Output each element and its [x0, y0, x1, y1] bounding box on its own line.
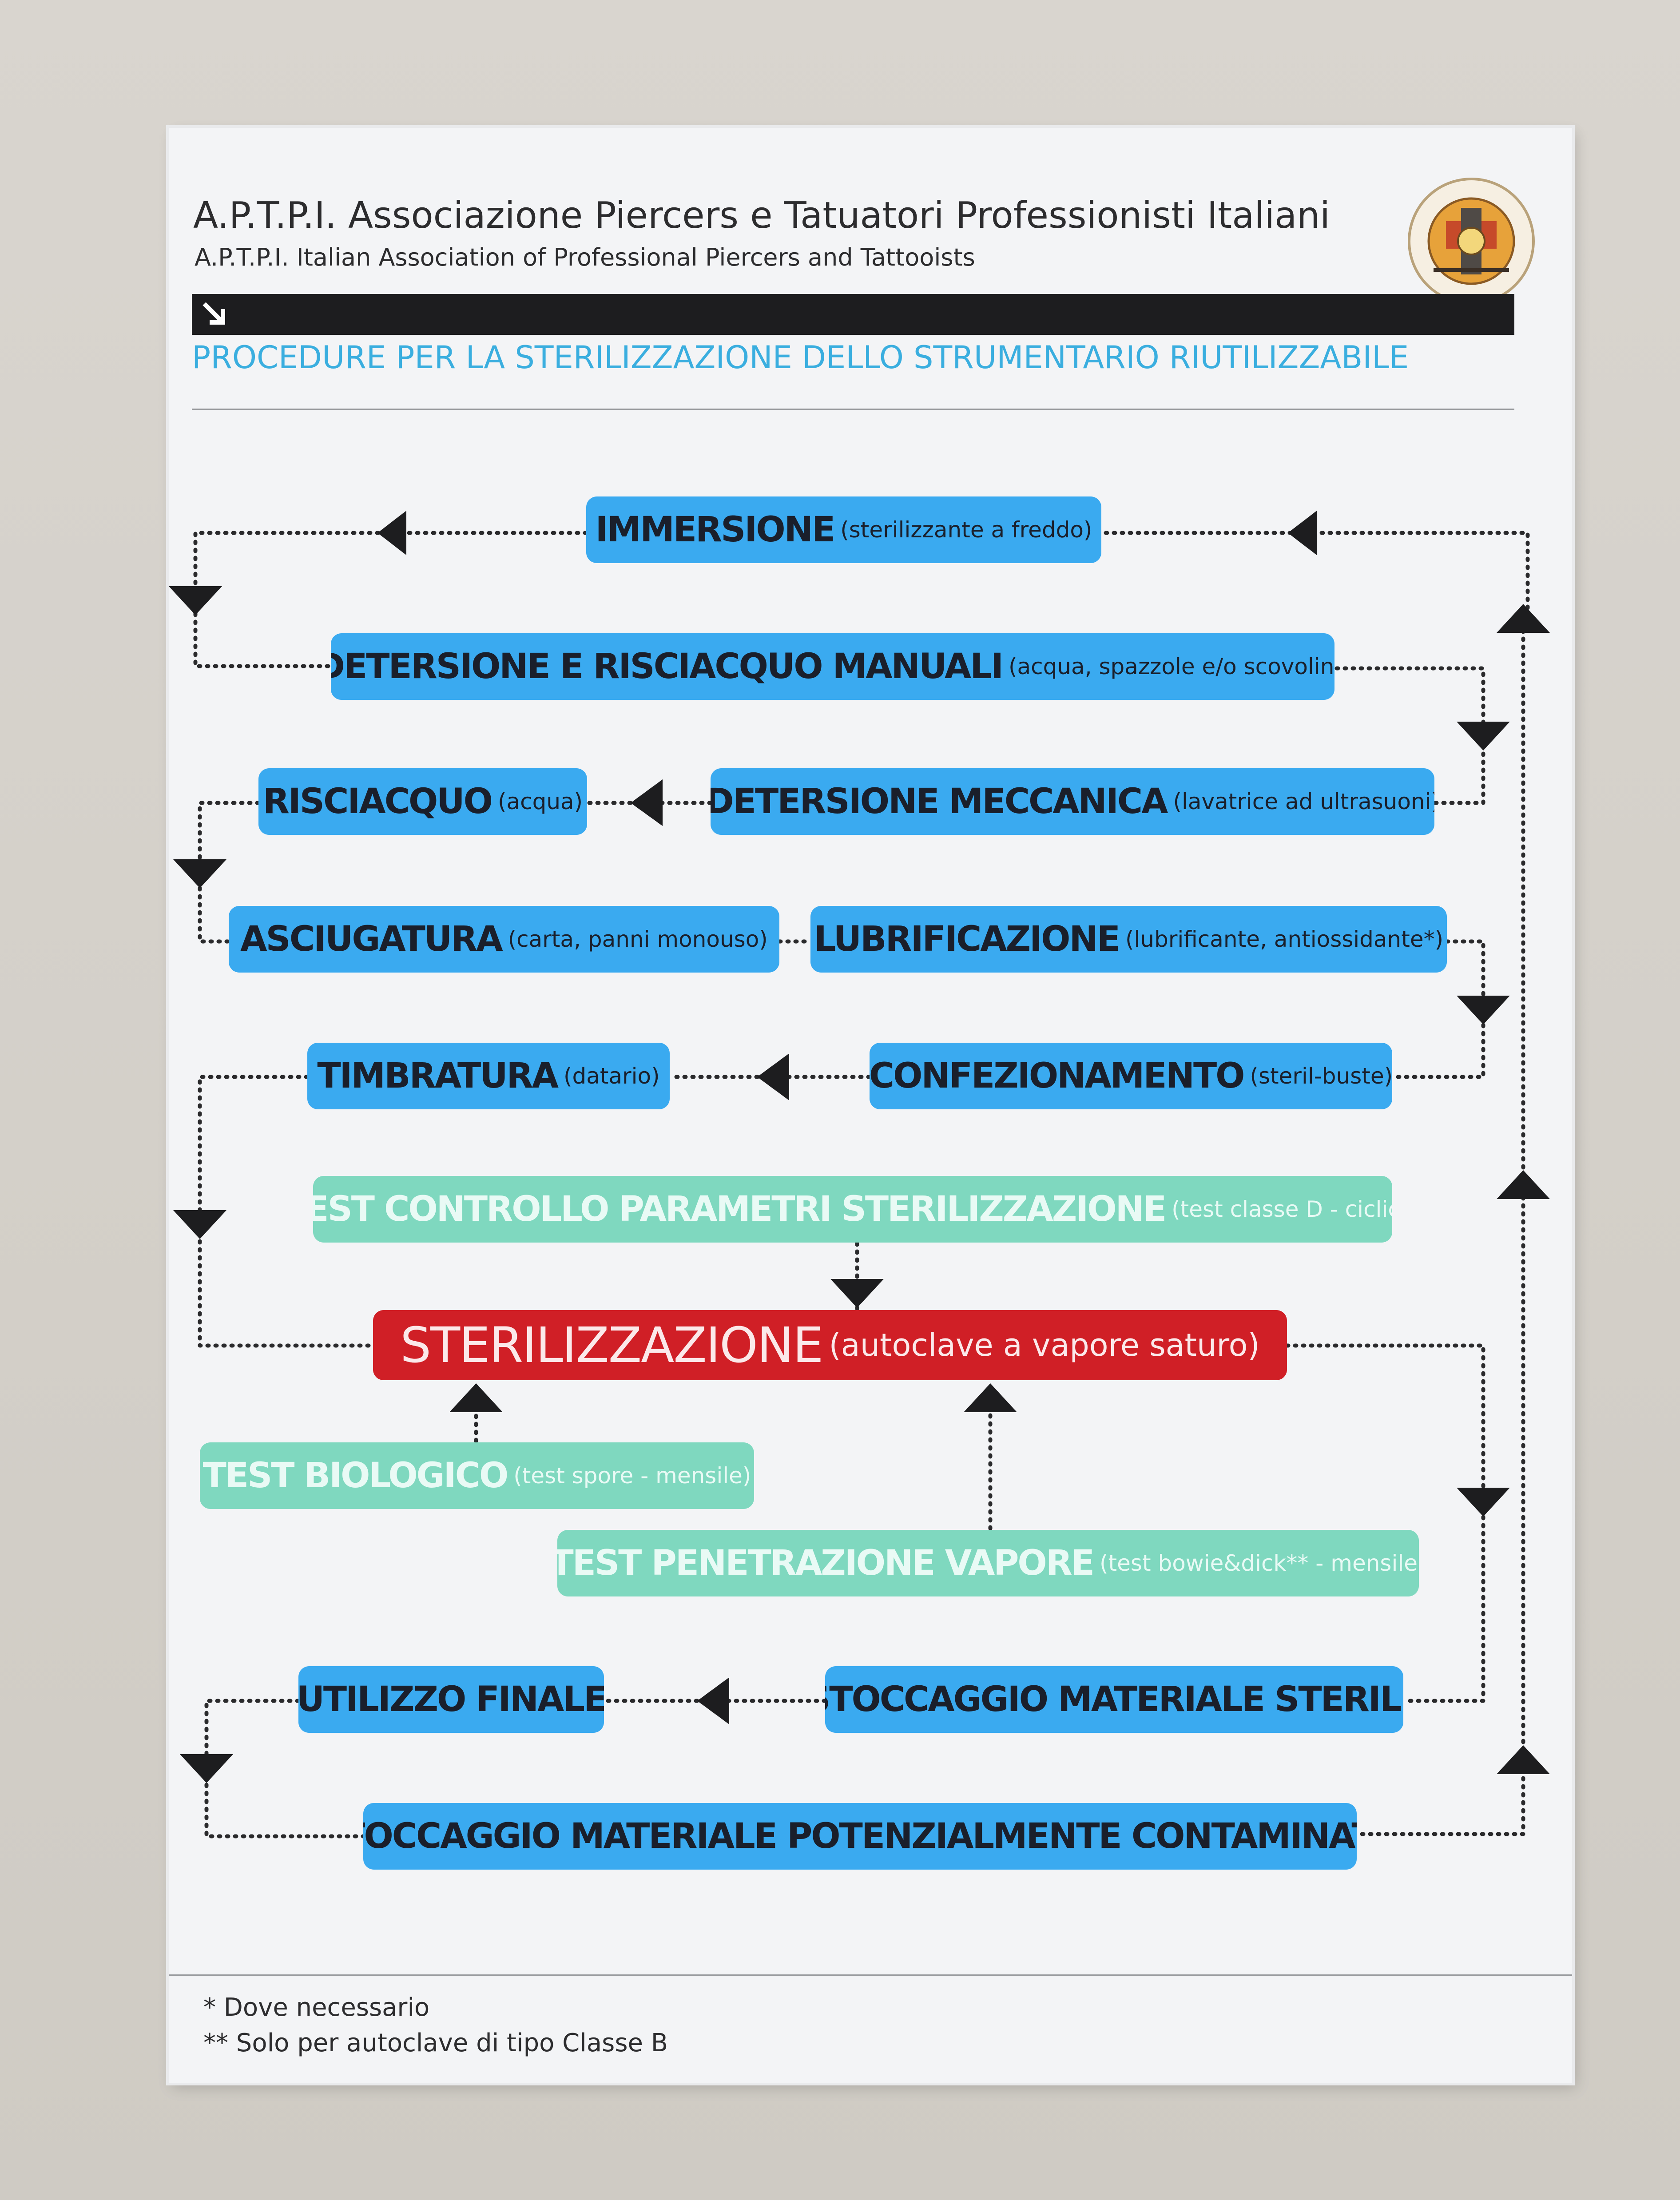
step-note: (sterilizzante a freddo) [840, 517, 1092, 543]
step-note: (lavatrice ad ultrasuoni) [1173, 789, 1434, 814]
step-detersione-meccanica: DETERSIONE MECCANICA(lavatrice ad ultras… [711, 768, 1434, 835]
arrow-left-icon [757, 1053, 789, 1100]
test-biologico: TEST BIOLOGICO(test spore - mensile) [200, 1442, 754, 1509]
arrow-left-icon [631, 779, 663, 826]
test-penetrazione-vapore: TEST PENETRAZIONE VAPORE(test bowie&dick… [557, 1530, 1419, 1596]
step-note: (acqua, spazzole e/o scovolini) [1008, 654, 1334, 679]
step-label: UTILIZZO FINALE [298, 1680, 604, 1719]
poster-title-english: A.P.T.P.I. Italian Association of Profes… [195, 243, 975, 271]
arrow-up-icon [449, 1383, 503, 1412]
step-immersione: IMMERSIONE(sterilizzante a freddo) [586, 496, 1101, 563]
arrow-down-icon [1457, 722, 1510, 751]
arrow-down-right-icon [198, 298, 231, 330]
step-detersione-manuale: DETERSIONE E RISCIACQUO MANUALI(acqua, s… [331, 633, 1334, 700]
step-timbratura: TIMBRATURA(datario) [307, 1043, 670, 1109]
test-controllo-parametri: TEST CONTROLLO PARAMETRI STERILIZZAZIONE… [313, 1176, 1392, 1243]
step-label: IMMERSIONE [595, 510, 836, 550]
step-label: LUBRIFICAZIONE [814, 919, 1120, 959]
arrow-down-icon [180, 1754, 233, 1783]
header-bar [192, 294, 1514, 335]
arrow-up-icon [964, 1383, 1017, 1412]
arrow-down-icon [1457, 996, 1510, 1025]
step-note: (acqua) [497, 789, 583, 814]
step-note: (steril-buste) [1250, 1063, 1392, 1089]
step-label: TEST PENETRAZIONE VAPORE [557, 1543, 1095, 1583]
step-note: (datario) [563, 1063, 660, 1089]
connector-right-bottom [1354, 1752, 1525, 1836]
step-label: DETERSIONE E RISCIACQUO MANUALI [331, 647, 1004, 687]
step-utilizzo-finale: UTILIZZO FINALE [298, 1666, 604, 1733]
step-label: TEST BIOLOGICO [203, 1456, 509, 1496]
step-asciugatura: ASCIUGATURA(carta, panni monouso) [229, 906, 779, 973]
footnote-needed: * Dove necessario [203, 1993, 430, 2022]
step-label: STERILIZZAZIONE [400, 1317, 823, 1374]
arrow-down-icon [830, 1279, 884, 1308]
arrow-up-icon [1497, 1170, 1550, 1199]
arrow-left-icon [377, 511, 406, 555]
connector-right-top [1104, 531, 1530, 633]
arrow-down-icon [1457, 1488, 1510, 1517]
step-stoccaggio-contaminato: STOCCAGGIO MATERIALE POTENZIALMENTE CONT… [363, 1803, 1357, 1870]
step-label: RISCIACQUO [262, 782, 493, 822]
step-note: (carta, panni monouso) [508, 926, 768, 952]
step-label: STOCCAGGIO MATERIALE STERILE [825, 1680, 1403, 1719]
step-confezionamento: CONFEZIONAMENTO(steril-buste) [870, 1043, 1392, 1109]
step-label: TIMBRATURA [317, 1056, 559, 1096]
step-sterilizzazione: STERILIZZAZIONE(autoclave a vapore satur… [373, 1310, 1287, 1380]
poster-title: A.P.T.P.I. Associazione Piercers e Tatua… [193, 195, 1330, 237]
step-note: (test spore - mensile) [513, 1463, 751, 1489]
step-lubrificazione: LUBRIFICAZIONE(lubrificante, antiossidan… [810, 906, 1447, 973]
step-risciacquo: RISCIACQUO(acqua) [258, 768, 587, 835]
step-label: TEST CONTROLLO PARAMETRI STERILIZZAZIONE [313, 1189, 1167, 1229]
step-note: (lubrificante, antiossidante*) [1125, 926, 1444, 952]
arrow-down-icon [173, 1210, 226, 1239]
arrow-down-icon [173, 859, 226, 888]
arrow-left-icon [1288, 511, 1317, 555]
step-note: (test bowie&dick** - mensile) [1100, 1550, 1419, 1576]
connector-sterilize-store [1285, 1343, 1485, 1703]
step-label: ASCIUGATURA [240, 919, 503, 959]
association-seal-icon [1408, 178, 1535, 305]
procedure-subtitle: PROCEDURE PER LA STERILIZZAZIONE DELLO S… [192, 339, 1409, 376]
step-label: CONFEZIONAMENTO [870, 1056, 1245, 1096]
arrow-up-icon [1497, 1745, 1550, 1774]
divider [169, 1974, 1572, 1976]
step-note: (autoclave a vapore saturo) [829, 1327, 1260, 1363]
step-stoccaggio-sterile: STOCCAGGIO MATERIALE STERILE [825, 1666, 1403, 1733]
step-note: (test classe D - ciclico) [1172, 1196, 1392, 1222]
arrow-down-icon [169, 586, 222, 615]
footnote-class-b: ** Solo per autoclave di tipo Classe B [203, 2029, 668, 2057]
step-label: STOCCAGGIO MATERIALE POTENZIALMENTE CONT… [363, 1816, 1357, 1856]
arrow-left-icon [697, 1677, 729, 1724]
arrow-up-icon [1497, 604, 1550, 633]
step-label: DETERSIONE MECCANICA [711, 782, 1168, 822]
divider [192, 409, 1514, 410]
